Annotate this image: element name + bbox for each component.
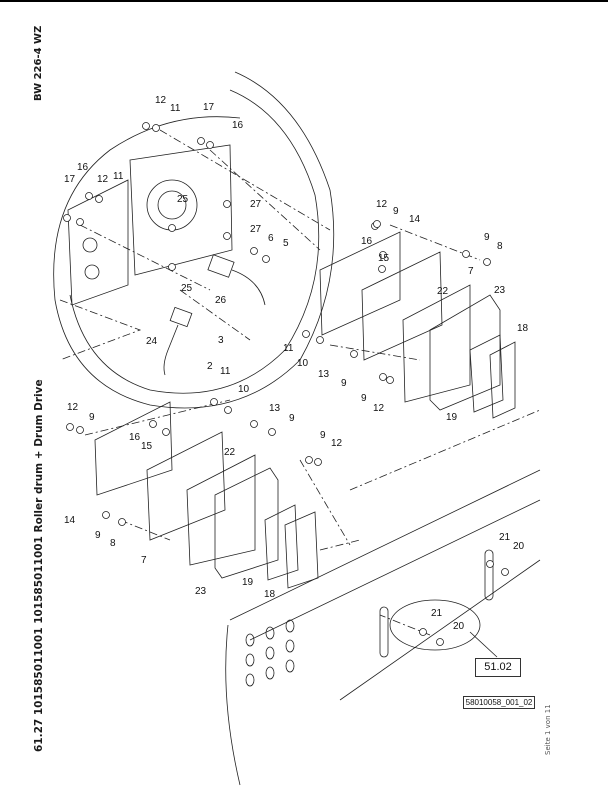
callout-16: 16 — [77, 162, 89, 173]
callout-15: 15 — [141, 441, 153, 452]
callout-9: 9 — [484, 232, 490, 243]
callout-16: 16 — [232, 120, 244, 131]
callout-7: 7 — [141, 555, 147, 566]
callout-22: 22 — [437, 286, 449, 297]
callout-21: 21 — [431, 608, 443, 619]
callout-23: 23 — [494, 285, 506, 296]
callout-17: 17 — [203, 102, 215, 113]
callout-2: 2 — [207, 361, 213, 372]
hub-plate-right — [129, 144, 233, 276]
callout-13: 13 — [269, 403, 281, 414]
callout-27: 27 — [250, 224, 262, 235]
callout-6: 6 — [268, 233, 274, 244]
callout-3: 3 — [218, 335, 224, 346]
callout-21: 21 — [499, 532, 511, 543]
box-23-right — [429, 294, 501, 411]
callout-25: 25 — [177, 194, 189, 205]
callout-17: 17 — [64, 174, 76, 185]
callout-12: 12 — [155, 95, 167, 106]
callout-13: 13 — [318, 369, 330, 380]
callout-19: 19 — [446, 412, 458, 423]
top-rule — [0, 0, 608, 2]
callout-9: 9 — [393, 206, 399, 217]
callout-12: 12 — [331, 438, 343, 449]
callout-9: 9 — [289, 413, 295, 424]
box-23-left — [214, 467, 279, 579]
callout-25: 25 — [181, 283, 193, 294]
pad-19-left — [264, 504, 299, 581]
callout-12: 12 — [373, 403, 385, 414]
callout-10: 10 — [297, 358, 309, 369]
callout-16: 16 — [129, 432, 141, 443]
frame-outline — [225, 469, 541, 786]
callout-26: 26 — [215, 295, 227, 306]
pad-19-right — [469, 334, 504, 413]
callout-15: 15 — [378, 253, 390, 264]
callout-11: 11 — [283, 343, 294, 354]
callout-9: 9 — [341, 378, 347, 389]
callout-19: 19 — [242, 577, 254, 588]
callout-14: 14 — [64, 515, 76, 526]
callout-23: 23 — [195, 586, 207, 597]
hub-plate-left — [67, 179, 129, 306]
callout-10: 10 — [238, 384, 250, 395]
callout-11: 11 — [170, 103, 181, 114]
drawing-number: 58010058_001_02 — [463, 696, 535, 709]
callout-9: 9 — [95, 530, 101, 541]
plate-14-right — [319, 231, 401, 336]
plate-7-left — [146, 431, 226, 541]
callout-18: 18 — [264, 589, 276, 600]
callout-9: 9 — [89, 412, 95, 423]
callout-20: 20 — [513, 541, 525, 552]
callout-5: 5 — [283, 238, 289, 249]
frame-holes — [245, 619, 295, 687]
drum-outline — [53, 71, 335, 409]
reference-box[interactable]: 51.02 — [475, 658, 521, 677]
callout-8: 8 — [110, 538, 116, 549]
callout-9: 9 — [361, 393, 367, 404]
callout-18: 18 — [517, 323, 529, 334]
callout-14: 14 — [409, 214, 421, 225]
callout-27: 27 — [250, 199, 262, 210]
callout-11: 11 — [113, 171, 124, 182]
pad-18-left — [284, 511, 319, 589]
callout-7: 7 — [468, 266, 474, 277]
callout-9: 9 — [320, 430, 326, 441]
pad-18-right — [489, 341, 516, 419]
plate-14-left — [94, 401, 173, 496]
callout-11: 11 — [220, 366, 231, 377]
drum-inner-outline — [69, 89, 320, 394]
callout-22: 22 — [224, 447, 236, 458]
plate-22-left — [186, 454, 256, 566]
plate-7-right — [361, 251, 443, 361]
callout-12: 12 — [67, 402, 79, 413]
callout-20: 20 — [453, 621, 465, 632]
callout-24: 24 — [146, 336, 158, 347]
plate-22-right — [402, 284, 471, 403]
callout-8: 8 — [497, 241, 503, 252]
callout-12: 12 — [376, 199, 388, 210]
callout-12: 12 — [97, 174, 109, 185]
callout-16: 16 — [361, 236, 373, 247]
